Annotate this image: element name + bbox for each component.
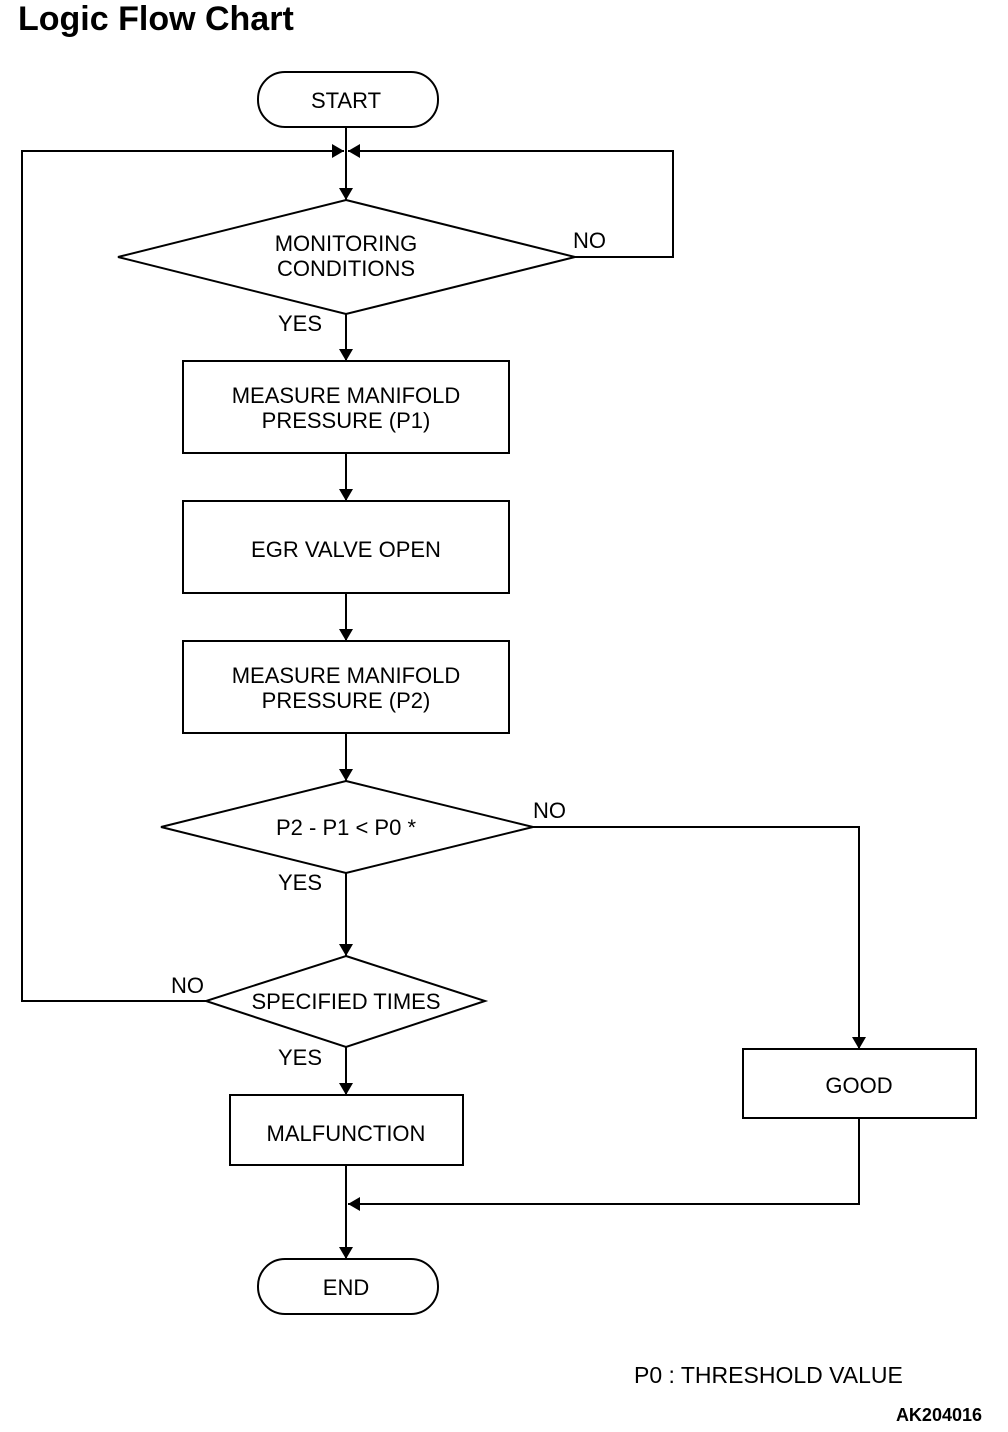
start-terminator [257,71,439,128]
figure-id: AK204016 [895,1405,982,1425]
threshold-legend: P0 : THRESHOLD VALUE [634,1362,903,1388]
monitoring-label-line2: CONDITIONS [277,256,415,281]
malfunction-label: MALFUNCTION [267,1121,426,1146]
monitoring-no-label: NO [573,228,606,253]
compare-yes-label: YES [278,870,322,895]
compare-label: P2 - P1 < P0 * [276,815,416,840]
times-yes-label: YES [278,1045,322,1070]
measure-p1-label-line1: MEASURE MANIFOLD [232,383,461,408]
compare-no-label: NO [533,798,566,823]
good-label: GOOD [825,1073,892,1098]
end-label: END [323,1275,369,1300]
page-title: Logic Flow Chart [18,0,294,38]
monitoring-label-line1: MONITORING [275,231,418,256]
connector-no-loop-left [21,144,344,1002]
times-no-label: NO [171,973,204,998]
specified-times-label: SPECIFIED TIMES [251,989,440,1014]
connector-good-merge [348,1118,860,1211]
connector-compare-no [533,826,866,1049]
monitoring-yes-label: YES [278,311,322,336]
measure-p2-label-line1: MEASURE MANIFOLD [232,663,461,688]
measure-p2-label-line2: PRESSURE (P2) [262,688,431,713]
egr-open-label: EGR VALVE OPEN [251,537,441,562]
measure-p1-label-line2: PRESSURE (P1) [262,408,431,433]
end-terminator [257,1258,439,1315]
start-label: START [311,88,381,113]
connector-no-loop-right [348,144,674,258]
